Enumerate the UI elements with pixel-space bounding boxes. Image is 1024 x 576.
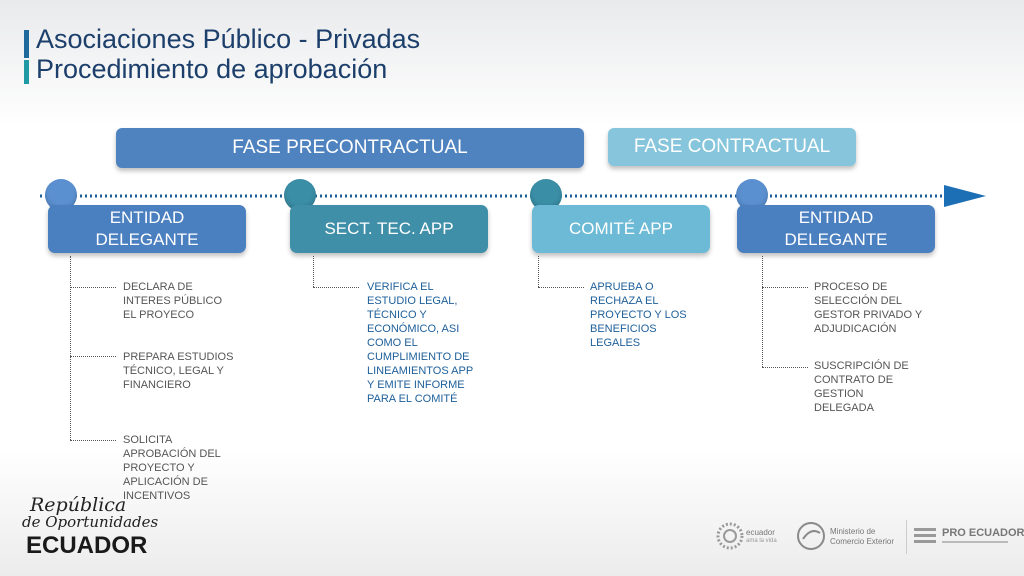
stage-1-branch-1	[70, 287, 116, 288]
stage-4-note-2: SUSCRIPCIÓN DE CONTRATO DE GESTION DELEG…	[814, 360, 909, 414]
stage-1-branch-3	[70, 440, 116, 441]
ministerio-logo: Ministerio de Comercio Exterior	[796, 518, 896, 558]
republica-oportunidades-logo: República de Oportunidades ECUADOR	[22, 494, 162, 559]
stage-4-entidad-delegante: ENTIDAD DELEGANTE	[737, 205, 935, 253]
stage-1-branch-2	[70, 356, 116, 357]
logo-script-line-1: República	[30, 494, 127, 516]
stage-2-branch-1	[313, 287, 359, 288]
ecuador-brand-subtext: ama la vida	[746, 538, 777, 544]
phase-precontractual: FASE PRECONTRACTUAL	[116, 128, 584, 168]
ministerio-emblem-icon	[797, 522, 825, 550]
stage-1-note-3: SOLICITA APROBACIÓN DEL PROYECTO Y APLIC…	[123, 434, 221, 502]
stage-4-branch-1	[762, 287, 808, 288]
stage-3-connector	[538, 256, 539, 287]
ministerio-text-1: Ministerio de	[830, 527, 876, 536]
pro-ecuador-emblem-icon	[914, 528, 936, 543]
stage-2-note-1: VERIFICA EL ESTUDIO LEGAL, TÉCNICO Y ECO…	[367, 281, 473, 405]
timeline-arrow	[40, 185, 986, 207]
pro-ecuador-logo: PRO ECUADOR	[906, 518, 1024, 558]
title-accent-bar	[24, 30, 29, 84]
ministerio-text-2: Comercio Exterior	[830, 537, 895, 546]
stage-3-branch-1	[538, 287, 584, 288]
arrow-head-icon	[944, 185, 986, 207]
logo-country: ECUADOR	[26, 532, 148, 559]
stage-1-connector	[70, 256, 71, 440]
stage-2-connector	[313, 256, 314, 287]
ecuador-sun-icon	[716, 522, 744, 550]
stage-1-note-2: PREPARA ESTUDIOS TÉCNICO, LEGAL Y FINANC…	[123, 351, 234, 391]
ecuador-brand-logo: ecuador ama la vida	[716, 518, 780, 558]
ecuador-brand-text: ecuador	[746, 528, 775, 537]
stage-4-connector	[762, 256, 763, 367]
stage-1-entidad-delegante: ENTIDAD DELEGANTE	[48, 205, 246, 253]
pro-ecuador-text: PRO ECUADOR	[942, 527, 1024, 539]
stage-4-branch-2	[762, 367, 808, 368]
stage-3-comite-app: COMITÉ APP	[532, 205, 710, 253]
stage-3-note-1: APRUEBA O RECHAZA EL PROYECTO Y LOS BENE…	[590, 281, 687, 349]
stage-1-note-1: DECLARA DE INTERES PÚBLICO EL PROYECO	[123, 281, 223, 321]
title-line-2: Procedimiento de aprobación	[36, 54, 388, 84]
logo-script-line-2: de Oportunidades	[22, 513, 159, 531]
stage-2-sect-tec-app: SECT. TEC. APP	[290, 205, 488, 253]
page-title: Asociaciones Público - Privadas Procedim…	[36, 24, 420, 84]
title-line-1: Asociaciones Público - Privadas	[36, 24, 421, 54]
stage-4-note-1: PROCESO DE SELECCIÓN DEL GESTOR PRIVADO …	[814, 281, 922, 335]
phase-contractual: FASE CONTRACTUAL	[608, 128, 856, 166]
